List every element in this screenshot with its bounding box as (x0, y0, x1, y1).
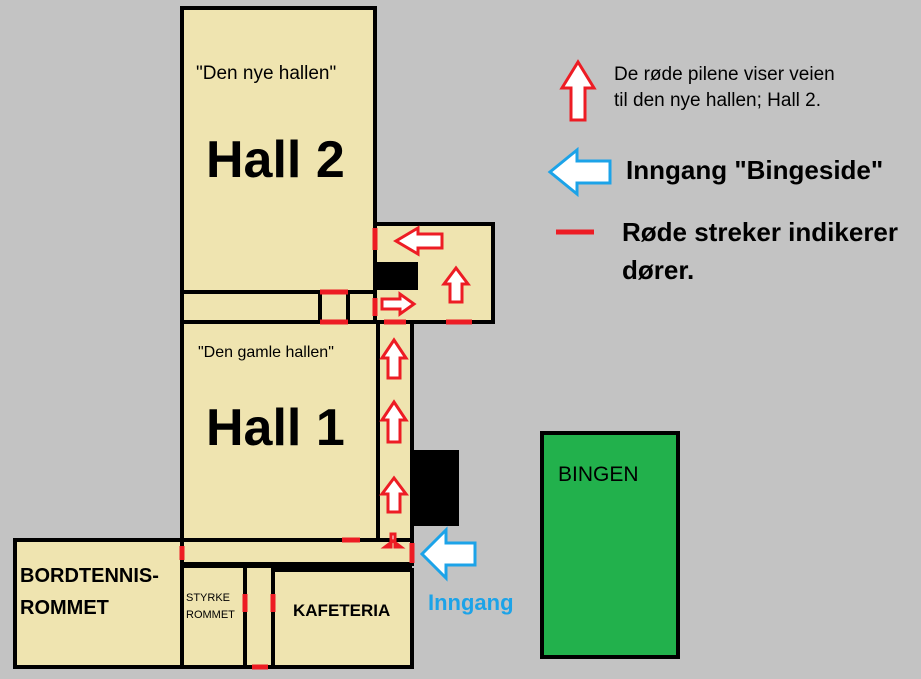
lower-passage (243, 564, 275, 669)
up-arrow-icon (379, 399, 409, 444)
entrance-label: Inngang (428, 590, 514, 615)
hall1-nickname: "Den gamle hallen" (198, 344, 334, 361)
right-arrow-icon (380, 291, 417, 317)
kafeteria-label: KAFETERIA (293, 601, 391, 620)
legend-route-line2: til den nye hallen; Hall 2. (614, 90, 822, 111)
up-arrow-icon (380, 532, 406, 549)
annex-black-block (376, 262, 418, 290)
up-arrow-icon (379, 337, 409, 380)
corridor-passage (318, 290, 350, 324)
hall2-title: Hall 2 (206, 131, 345, 189)
legend-left-arrow-icon (547, 146, 612, 198)
kafeteria-room (271, 568, 414, 669)
bingen-building (540, 431, 680, 659)
doors (179, 228, 472, 670)
entrance-arrow-icon (419, 526, 477, 582)
bordtennis-label-line2: ROMMET (20, 597, 109, 619)
styrke-room (180, 564, 247, 669)
legend-route-line1: De røde pilene viser veien (614, 64, 835, 85)
legend-doors-line2: dører. (622, 255, 695, 285)
up-arrow-icon (441, 265, 471, 304)
route-arrows (379, 225, 471, 549)
bordtennis-room (13, 538, 184, 669)
styrke-label-line2: ROMMET (186, 609, 235, 621)
kafeteria-top-band (273, 566, 412, 570)
side-black-block (412, 450, 459, 526)
left-arrow-icon (393, 225, 444, 257)
hall2-room (180, 6, 377, 294)
hall1-title: Hall 1 (206, 399, 345, 457)
bingen-label: BINGEN (558, 463, 639, 486)
legend-entrance-text: Inngang "Bingeside" (626, 155, 884, 185)
styrke-label-line1: STYRKE (186, 592, 231, 604)
legend-doors-line1: Røde streker indikerer (622, 217, 899, 247)
lower-corridor (180, 538, 414, 566)
bordtennis-label-line1: BORDTENNIS- (20, 565, 159, 587)
legend-up-arrow-icon (559, 59, 597, 122)
hall2-nickname: "Den nye hallen" (196, 63, 337, 84)
up-arrow-icon (379, 475, 409, 514)
